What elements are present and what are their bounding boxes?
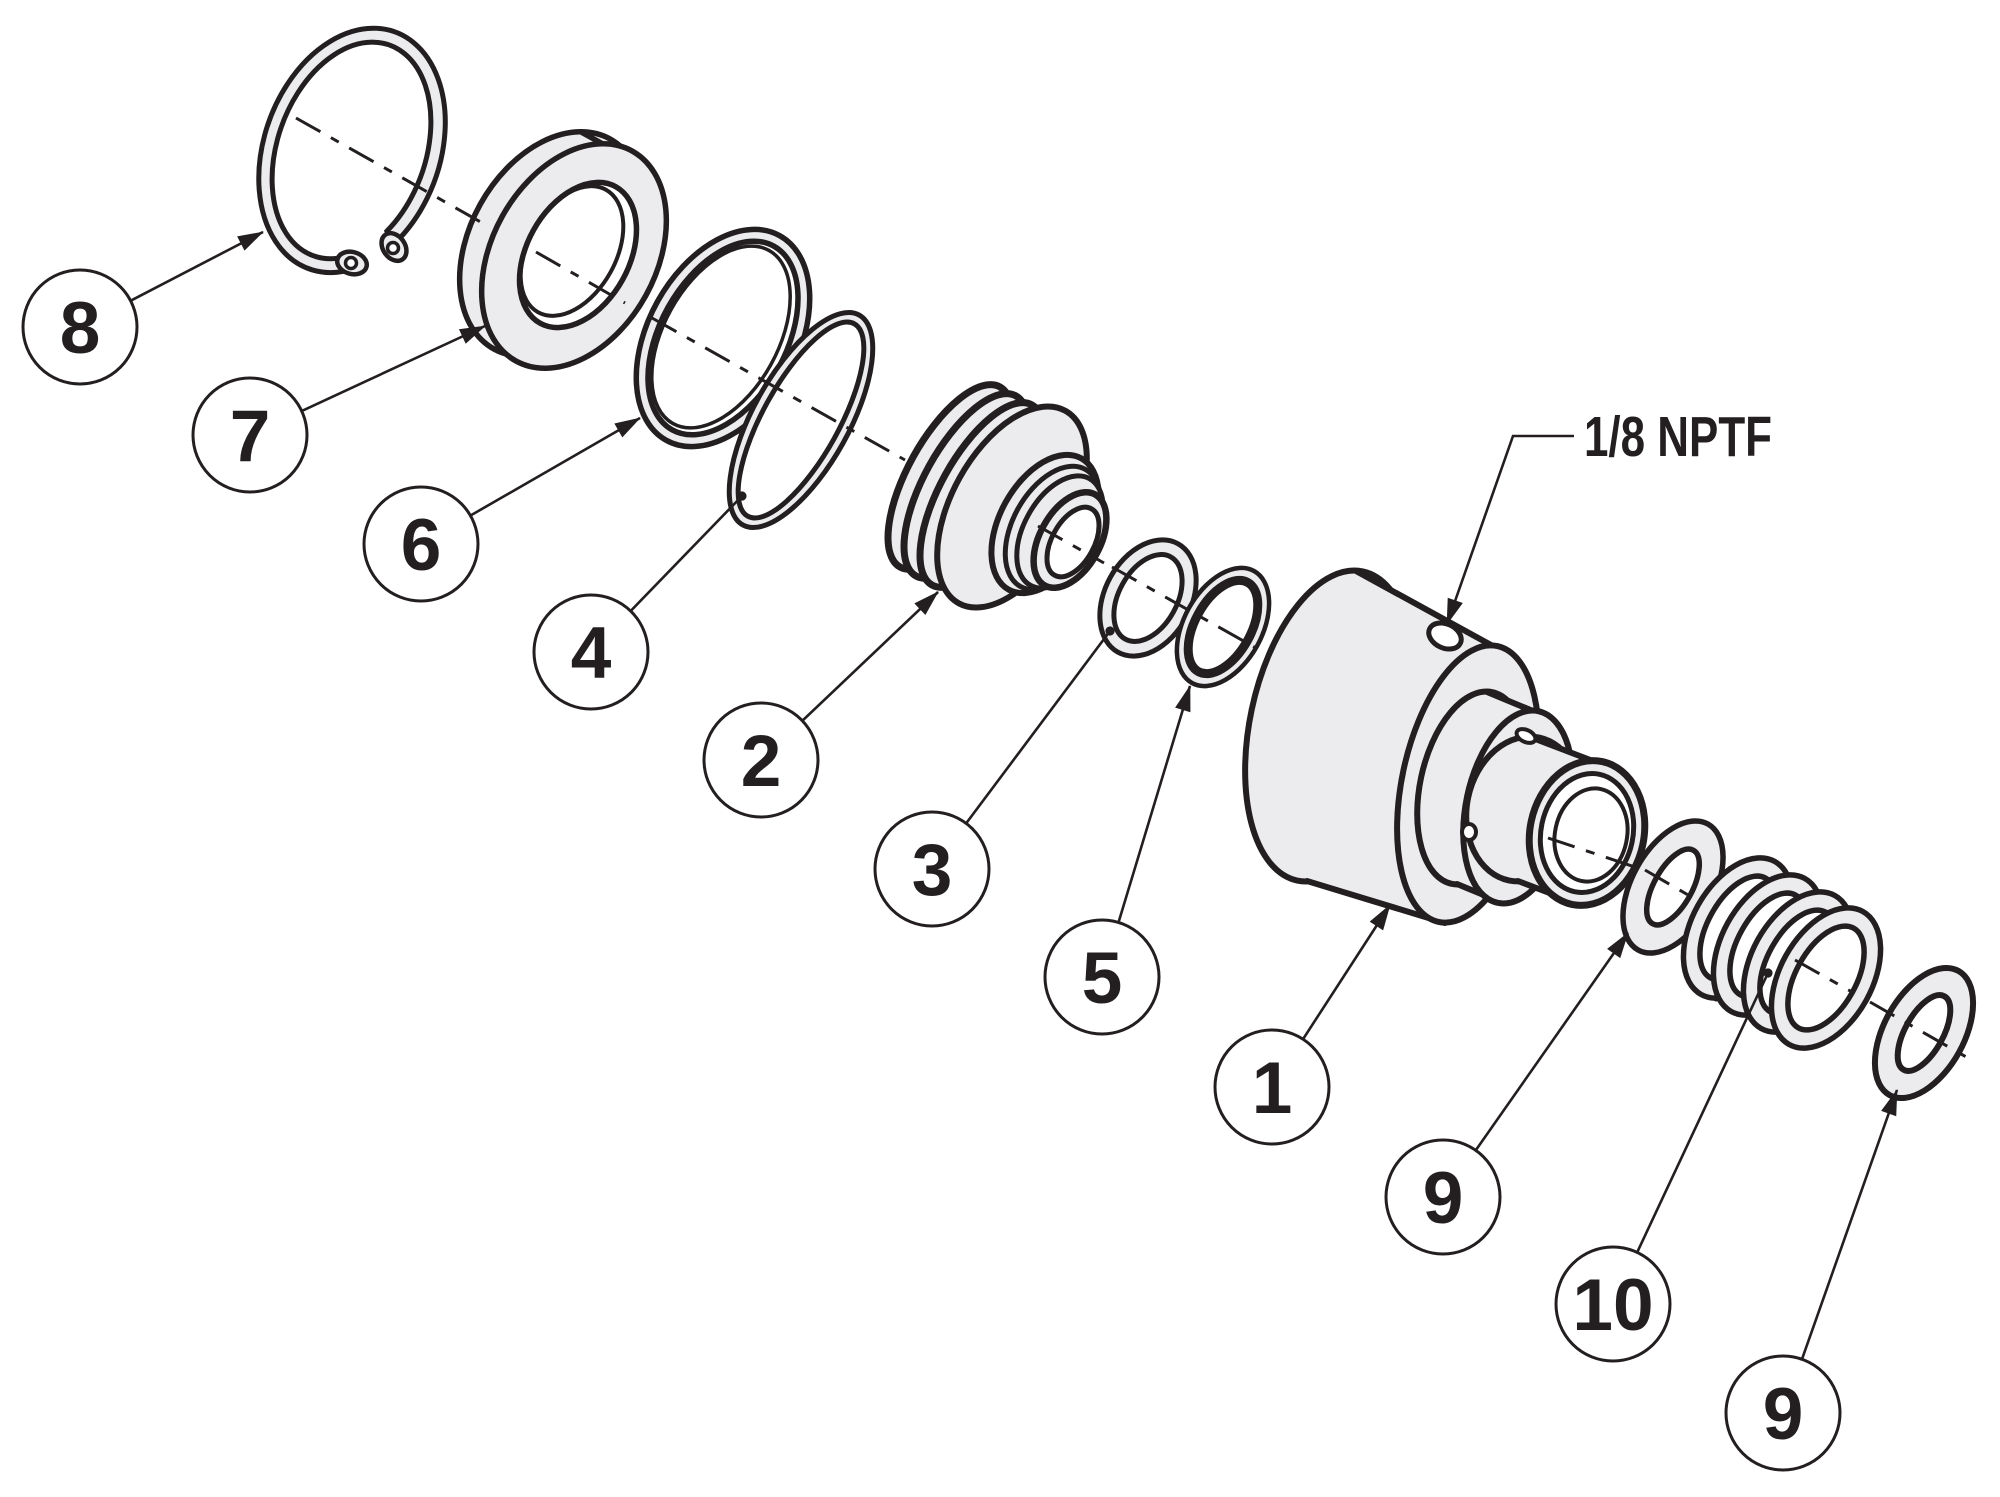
callout-number: 5 (1082, 938, 1123, 1019)
callout-number: 7 (230, 396, 271, 477)
o-ring-large (726, 309, 876, 531)
callout-circle (702, 701, 820, 819)
callout-number: 4 (571, 613, 612, 694)
callout-number: 9 (1763, 1374, 1804, 1455)
nptf-port-hole (1426, 620, 1464, 652)
nptf-annotation: 1/8 NPTF (1445, 405, 1772, 625)
callout-number: 9 (1423, 1158, 1464, 1239)
spring (1680, 855, 1884, 1051)
callout-1: 1 (1213, 904, 1392, 1146)
callout-9-rear: 9 (1724, 1089, 1899, 1472)
callout-6: 6 (362, 416, 641, 603)
gland-bore (1044, 504, 1102, 580)
ring-lug-hole (343, 255, 359, 271)
callout-number: 6 (401, 505, 442, 586)
callout-number: 2 (741, 721, 782, 802)
callout-circle (1213, 1028, 1331, 1146)
backup-ring (1174, 565, 1272, 689)
callout-2: 2 (702, 591, 939, 819)
callout-circle (21, 268, 139, 386)
callout-4: 4 (532, 491, 747, 711)
cylinder-body (1242, 567, 1649, 926)
ring-lug-hole (385, 240, 401, 256)
face-hole (1514, 727, 1538, 745)
callout-7: 7 (191, 324, 486, 494)
callout-number: 1 (1252, 1048, 1293, 1129)
nptf-port-label: 1/8 NPTF (1584, 405, 1772, 469)
callout-number: 10 (1572, 1265, 1653, 1346)
face-hole (1460, 822, 1478, 842)
callout-circle (873, 810, 991, 928)
callout-10: 10 (1554, 968, 1773, 1363)
callout-number: 3 (912, 830, 953, 911)
callout-5: 5 (1043, 685, 1192, 1036)
callout-circle (1043, 918, 1161, 1036)
callout-9-front: 9 (1384, 932, 1630, 1256)
callout-circle (532, 593, 650, 711)
rod-bore (1537, 771, 1637, 895)
nptf-leader-line (1445, 434, 1574, 625)
callout-circle (1554, 1245, 1672, 1363)
callout-circle (362, 485, 480, 603)
callout-number: 8 (60, 288, 101, 369)
retaining-ring (256, 25, 448, 277)
leader-line (1611, 968, 1773, 1305)
callout-8: 8 (21, 230, 264, 386)
callout-circle (191, 376, 309, 494)
gland-cartridge (884, 381, 1110, 611)
centerline (295, 116, 1969, 1060)
callout-circle (1384, 1138, 1502, 1256)
callout-circle (1724, 1354, 1842, 1472)
callouts: 8 7 6 4 2 3 5 (21, 230, 1899, 1472)
callout-3: 3 (873, 626, 1115, 928)
